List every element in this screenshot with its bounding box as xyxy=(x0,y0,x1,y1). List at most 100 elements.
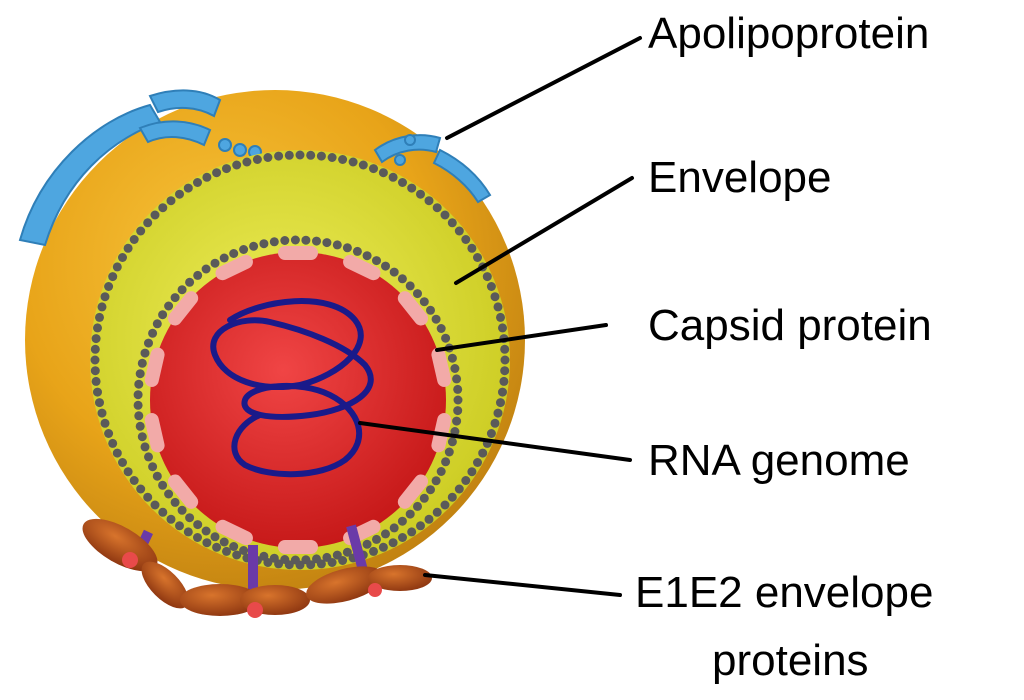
lipid-head xyxy=(496,312,505,322)
lipid-head xyxy=(432,507,442,517)
lipid-head xyxy=(123,467,133,477)
lipid-head xyxy=(493,408,503,418)
lipid-head xyxy=(90,344,100,354)
lipid-head xyxy=(222,164,231,174)
lipid-head xyxy=(108,438,118,448)
label-capsid-protein: Capsid protein xyxy=(648,301,932,350)
lipid-head xyxy=(444,447,454,457)
lipid-head xyxy=(332,240,342,250)
lipid-head xyxy=(222,546,231,556)
lipid-head xyxy=(290,235,300,245)
lipid-head xyxy=(123,243,133,253)
lipid-head xyxy=(369,546,378,556)
lipid-head xyxy=(185,513,195,523)
leader-line-envelope xyxy=(454,176,634,285)
lipid-head xyxy=(108,272,118,282)
lipid-head xyxy=(486,429,496,438)
lipid-head xyxy=(212,168,222,178)
lipid-head xyxy=(137,358,147,368)
lipid-head xyxy=(193,520,203,530)
lipid-head xyxy=(148,462,158,472)
lipid-head xyxy=(332,550,342,560)
lipid-head xyxy=(150,500,160,510)
lipid-head xyxy=(280,555,290,564)
lipid-head xyxy=(426,485,435,495)
lipid-head xyxy=(104,429,114,438)
lipid-head xyxy=(372,256,381,266)
lipid-head xyxy=(201,526,211,536)
lipid-head xyxy=(158,203,168,213)
lipid-head xyxy=(177,285,187,295)
lipid-head xyxy=(219,253,229,263)
lipid-head xyxy=(143,492,153,502)
lipid-head xyxy=(362,251,372,261)
lipid-head xyxy=(482,272,492,282)
label-e1e2-line2: proteins xyxy=(712,636,869,685)
lipid-head xyxy=(496,398,505,408)
lipid-head xyxy=(498,387,507,397)
lipid-head xyxy=(170,293,180,303)
lipid-head xyxy=(93,387,102,397)
lipid-head xyxy=(342,243,352,253)
lipid-head xyxy=(100,418,110,428)
lipid-head xyxy=(397,274,407,284)
capsid-protein-segment xyxy=(278,246,318,260)
label-rna-genome: RNA genome xyxy=(648,436,910,485)
lipid-head xyxy=(183,183,193,193)
lipid-head xyxy=(461,476,471,485)
lipid-head xyxy=(166,196,176,206)
lipid-head xyxy=(201,264,211,274)
lipid-head xyxy=(389,523,399,533)
lipid-head xyxy=(93,323,102,333)
lipid-head xyxy=(133,400,143,410)
lipid-head xyxy=(490,418,500,428)
lipid-head xyxy=(144,338,153,348)
lipid-head xyxy=(397,516,407,526)
lipid-head xyxy=(348,157,358,167)
lipid-head xyxy=(90,355,100,365)
lipid-head xyxy=(91,376,101,386)
lipid-head xyxy=(97,302,107,312)
lipid-head xyxy=(381,261,390,271)
lipid-head xyxy=(229,249,239,258)
lipid-head xyxy=(424,196,434,206)
capsid-protein-segment xyxy=(431,347,452,387)
lipid-head xyxy=(419,297,429,307)
lipid-head xyxy=(405,509,415,519)
capsid-protein-segment xyxy=(343,254,381,281)
lipid-head xyxy=(447,437,457,447)
lipid-head xyxy=(183,527,193,537)
lipid-head xyxy=(140,348,150,358)
e1e2-proteins-icon xyxy=(82,518,432,618)
lipid-head xyxy=(467,467,477,477)
lipid-head xyxy=(447,492,457,502)
lipid-head xyxy=(413,289,422,299)
lipid-head xyxy=(274,151,284,161)
lipid-head xyxy=(432,203,442,213)
lipid-head xyxy=(407,527,417,537)
lipid-head xyxy=(500,344,510,354)
lipid-head xyxy=(498,323,507,333)
lipid-head xyxy=(352,246,362,256)
lipid-head xyxy=(129,476,139,485)
lipid-head xyxy=(452,374,462,384)
lipid-head xyxy=(118,253,127,262)
lipid-head xyxy=(486,282,496,291)
lipid-head xyxy=(170,497,180,507)
label-e1e2-line1: E1E2 envelope xyxy=(635,568,933,617)
capsid-protein-segment xyxy=(144,413,165,453)
lipid-head xyxy=(295,150,305,160)
lipid-head xyxy=(473,253,482,262)
lipid-head xyxy=(210,258,220,268)
lipid-head xyxy=(378,542,388,552)
lipid-head xyxy=(440,500,450,510)
lipid-head xyxy=(440,210,450,220)
lipid-head xyxy=(118,458,127,467)
lipid-head xyxy=(388,538,398,548)
lipid-head xyxy=(269,237,279,247)
lipid-head xyxy=(338,155,348,164)
lipid-head xyxy=(473,458,482,467)
lipid-head xyxy=(252,155,262,164)
lipid-head xyxy=(450,364,460,373)
